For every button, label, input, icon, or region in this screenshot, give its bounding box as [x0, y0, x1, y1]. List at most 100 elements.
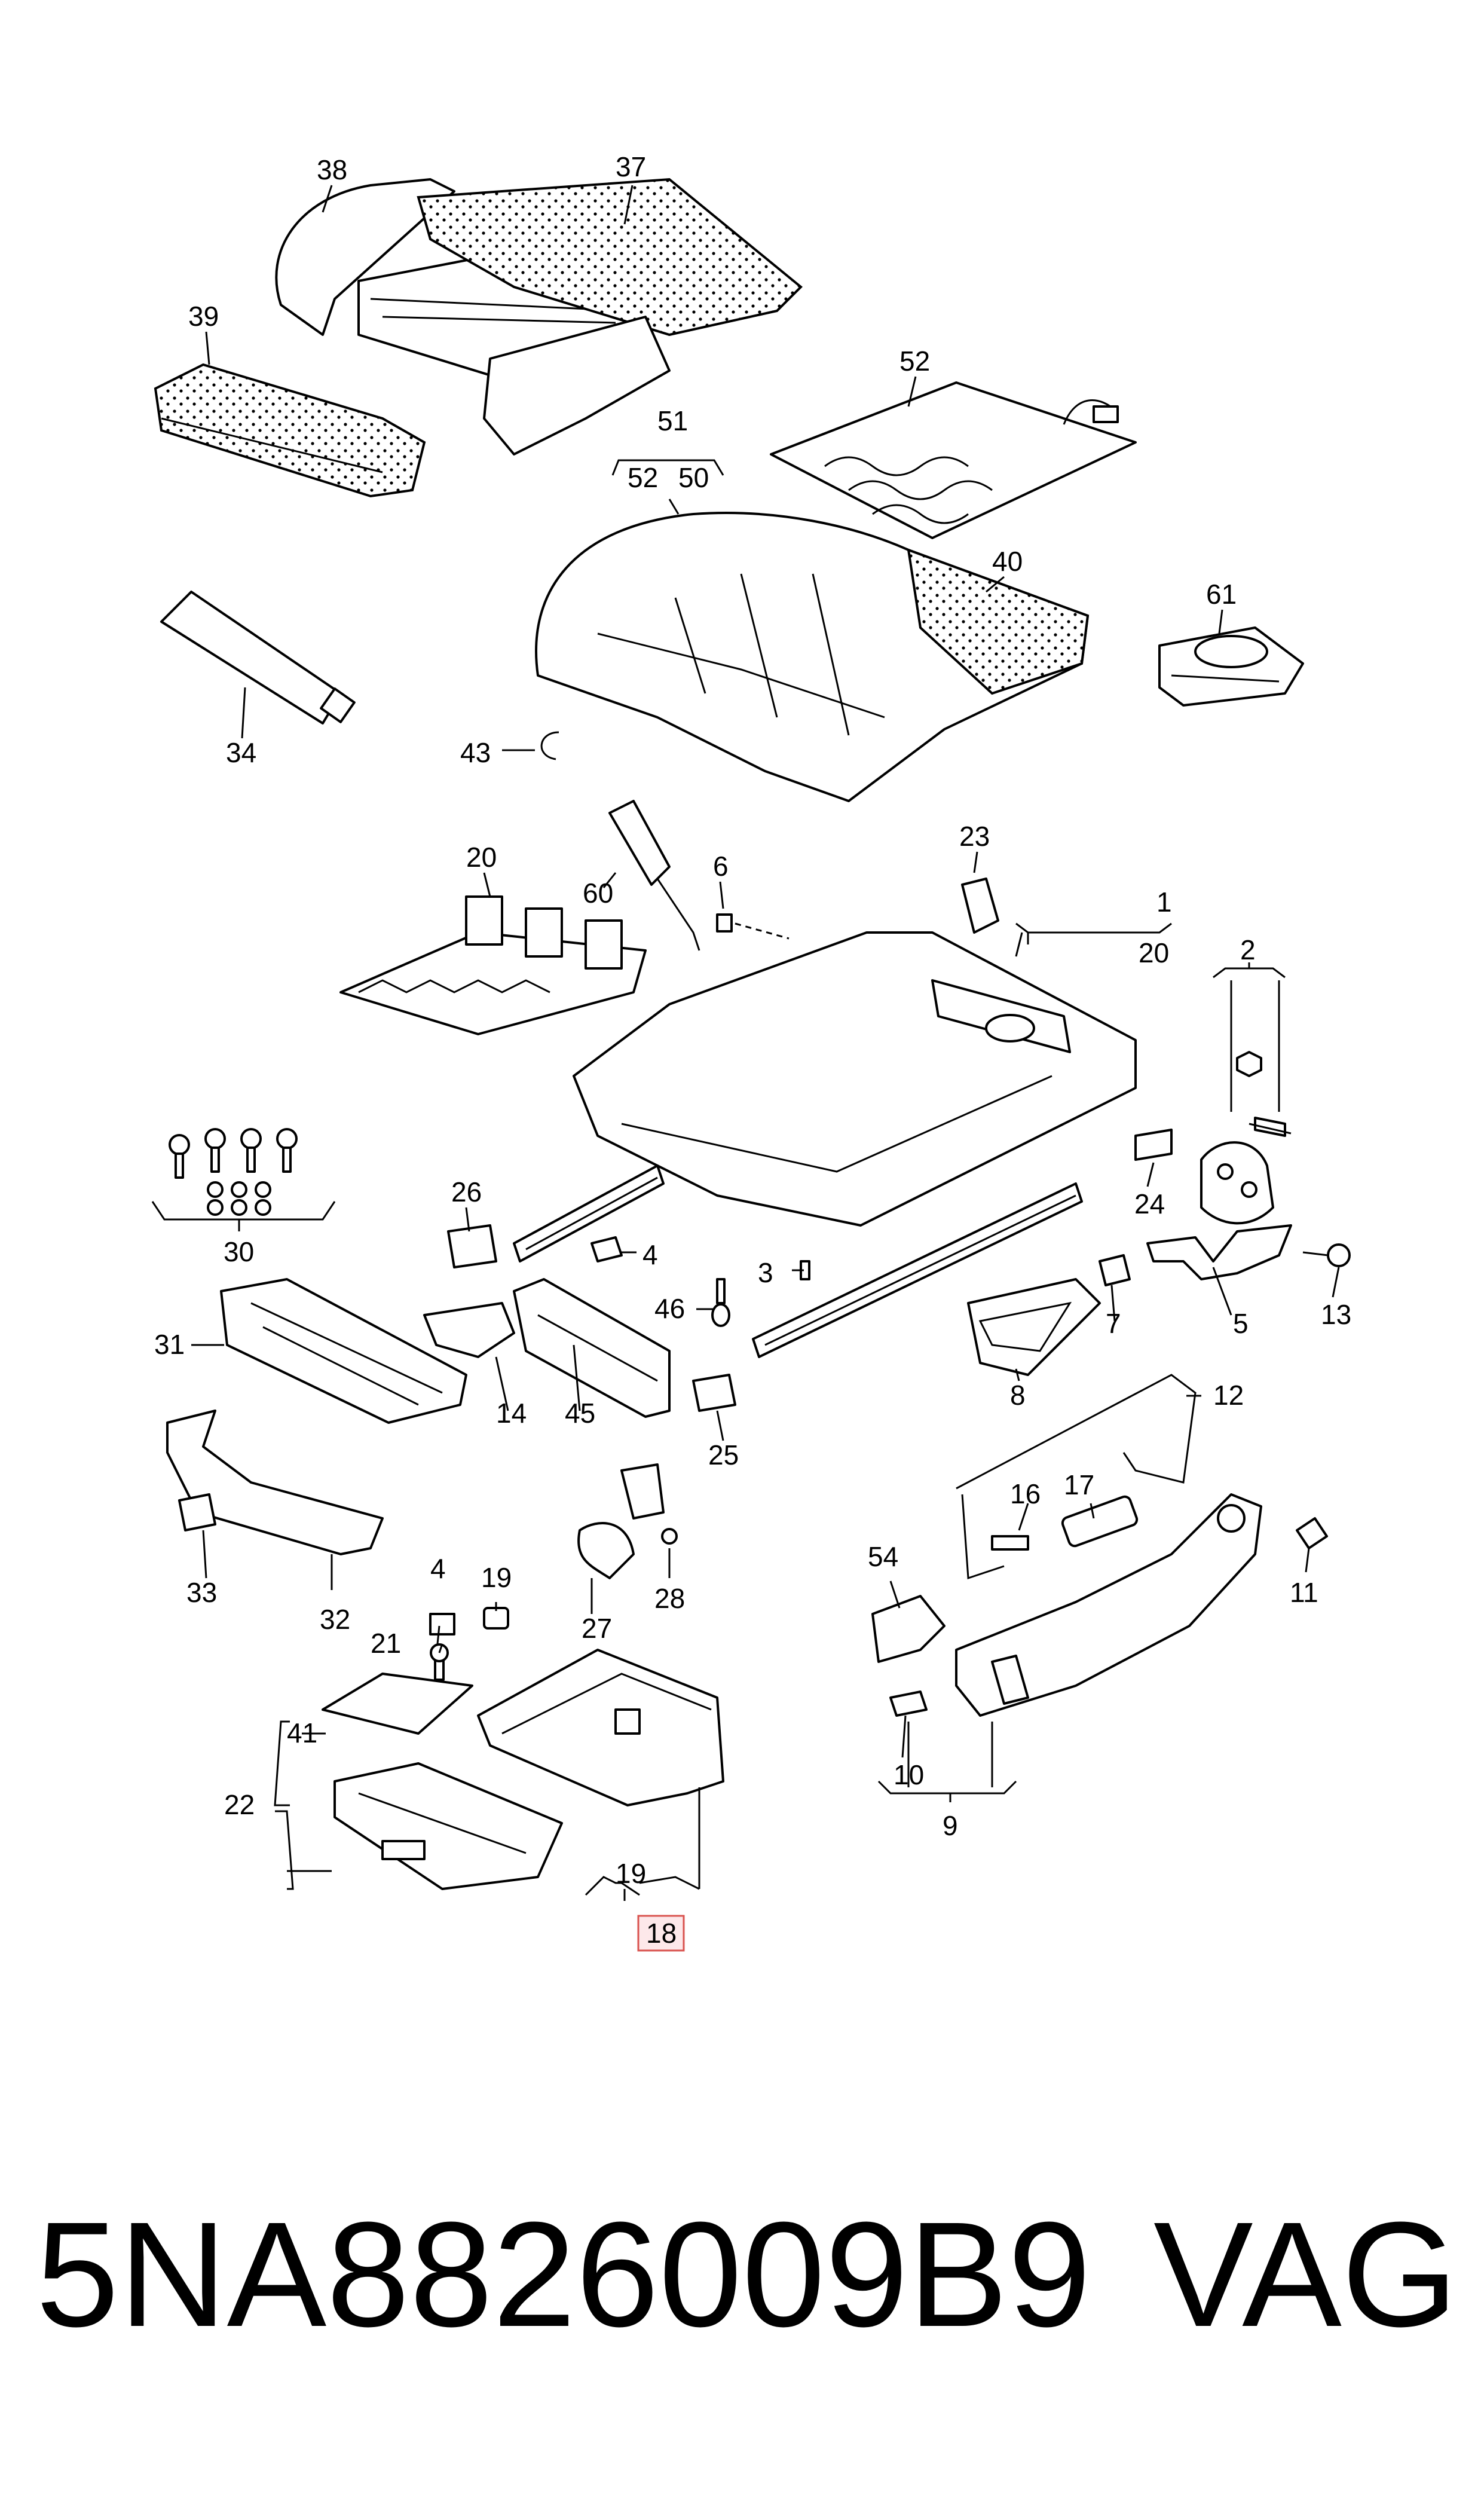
callout-28: 28	[654, 1583, 685, 1614]
callout-45: 45	[565, 1398, 595, 1429]
callout-9: 9	[943, 1810, 958, 1841]
callout-8: 8	[1010, 1380, 1026, 1411]
callout-19-group: 19	[616, 1858, 646, 1889]
part-3-screw	[800, 1260, 810, 1280]
part-60-seatbelt-buckle	[608, 800, 700, 951]
part-12-trim-frame	[956, 1374, 1197, 1580]
part-30-fasteners	[169, 1128, 298, 1216]
part-2-nut-bolt	[1236, 1051, 1292, 1137]
callout-41: 41	[287, 1717, 317, 1748]
callout-31: 31	[154, 1329, 185, 1360]
fastener-nut	[207, 1199, 271, 1216]
part-13-bolt	[1302, 1243, 1351, 1267]
fastener-bolt	[204, 1128, 226, 1173]
callout-38: 38	[317, 154, 347, 185]
part-43-clip	[540, 731, 559, 760]
fastener-bolt	[169, 1134, 190, 1179]
fastener-nut	[207, 1181, 271, 1198]
callout-25: 25	[708, 1439, 739, 1471]
part-26-clip	[447, 1224, 497, 1268]
callout-33: 33	[186, 1577, 217, 1608]
part-41-mat	[322, 1673, 473, 1735]
callout-20-pan: 20	[466, 842, 497, 873]
callout-20-group: 20	[1139, 937, 1169, 968]
callout-60: 60	[583, 878, 613, 909]
callout-18: 18	[646, 1918, 677, 1949]
callout-16: 16	[1010, 1478, 1041, 1509]
callout-11: 11	[1290, 1577, 1318, 1608]
part-32-front-trim	[166, 1410, 384, 1555]
part-50-seat-cushion	[535, 512, 1090, 802]
part-5-bracket	[1146, 1224, 1292, 1280]
part-6-screw	[716, 913, 790, 940]
part-28-bolt	[661, 1528, 678, 1545]
callout-46: 46	[654, 1293, 685, 1324]
callout-5: 5	[1233, 1308, 1249, 1339]
part-10-clip	[889, 1690, 928, 1717]
callout-17: 17	[1064, 1469, 1094, 1500]
fastener-bolt	[276, 1128, 298, 1173]
callout-2: 2	[1240, 934, 1256, 965]
part-8-cover	[967, 1278, 1101, 1376]
callout-32: 32	[320, 1604, 350, 1635]
brand-label: VAG	[1153, 2191, 1458, 2358]
callout-6: 6	[713, 851, 729, 882]
part-19-drawer-housing	[477, 1649, 724, 1806]
callout-39: 39	[188, 301, 219, 332]
callout-10: 10	[894, 1759, 924, 1790]
fastener-bolt	[240, 1128, 262, 1173]
callout-26: 26	[451, 1176, 482, 1207]
leader-lines	[151, 185, 1340, 1901]
callout-54: 54	[868, 1541, 898, 1572]
callout-13: 13	[1321, 1299, 1351, 1330]
part-19-clip	[483, 1607, 509, 1630]
callout-18-highlight: 18	[637, 1915, 685, 1952]
callout-1: 1	[1156, 886, 1172, 918]
callout-21: 21	[371, 1628, 401, 1659]
part-54-connector	[871, 1595, 946, 1663]
part-45-bracket	[513, 1278, 671, 1418]
part-37-cushion-cover	[417, 178, 803, 455]
callout-51: 51	[657, 405, 688, 436]
callout-12: 12	[1213, 1380, 1244, 1411]
part-4-clip	[590, 1236, 623, 1262]
callout-50: 50	[678, 462, 709, 493]
part-7-clip	[1099, 1254, 1131, 1286]
part-24-clip	[1134, 1129, 1173, 1161]
part-1-seat-frame	[513, 931, 1137, 1358]
callout-37: 37	[616, 151, 646, 182]
callout-3: 3	[758, 1257, 773, 1288]
callout-4-bottom: 4	[430, 1553, 446, 1584]
part-22-drawer	[333, 1762, 563, 1890]
part-39-cushion-pad	[154, 363, 426, 498]
callout-61: 61	[1206, 579, 1237, 610]
callout-52-group: 52	[628, 462, 658, 493]
callout-labels: 38 37 39 52 51 52 50 40 61 34 43 20 23 6…	[154, 151, 1351, 1952]
part-11-clip	[1296, 1517, 1328, 1549]
callout-22: 22	[224, 1789, 255, 1820]
part-27-bracket	[577, 1463, 665, 1579]
callout-7: 7	[1106, 1308, 1121, 1339]
part-4-nut	[429, 1613, 455, 1635]
part-31-mounting-plate	[220, 1278, 467, 1424]
callout-14: 14	[496, 1398, 527, 1429]
callout-23: 23	[959, 821, 990, 852]
part-46-rivet	[711, 1278, 730, 1327]
callout-4-top: 4	[642, 1239, 658, 1270]
callout-27: 27	[582, 1613, 612, 1644]
part-16-screw	[991, 1535, 1029, 1551]
part-number-label: 5NA8826009B9	[36, 2191, 1091, 2358]
part-21-bolt	[430, 1643, 449, 1681]
callout-19-clip: 19	[481, 1562, 512, 1593]
part-17-badge	[1061, 1495, 1139, 1548]
callout-24: 24	[1134, 1188, 1165, 1219]
callout-30: 30	[224, 1236, 254, 1267]
callout-34: 34	[226, 737, 256, 768]
callout-52-heater: 52	[899, 346, 930, 377]
part-52-seat-heater	[770, 381, 1137, 539]
callout-43: 43	[460, 737, 491, 768]
part-9-side-trim	[955, 1493, 1262, 1717]
part-25-clip	[692, 1374, 736, 1412]
part-33-clip	[178, 1493, 216, 1531]
